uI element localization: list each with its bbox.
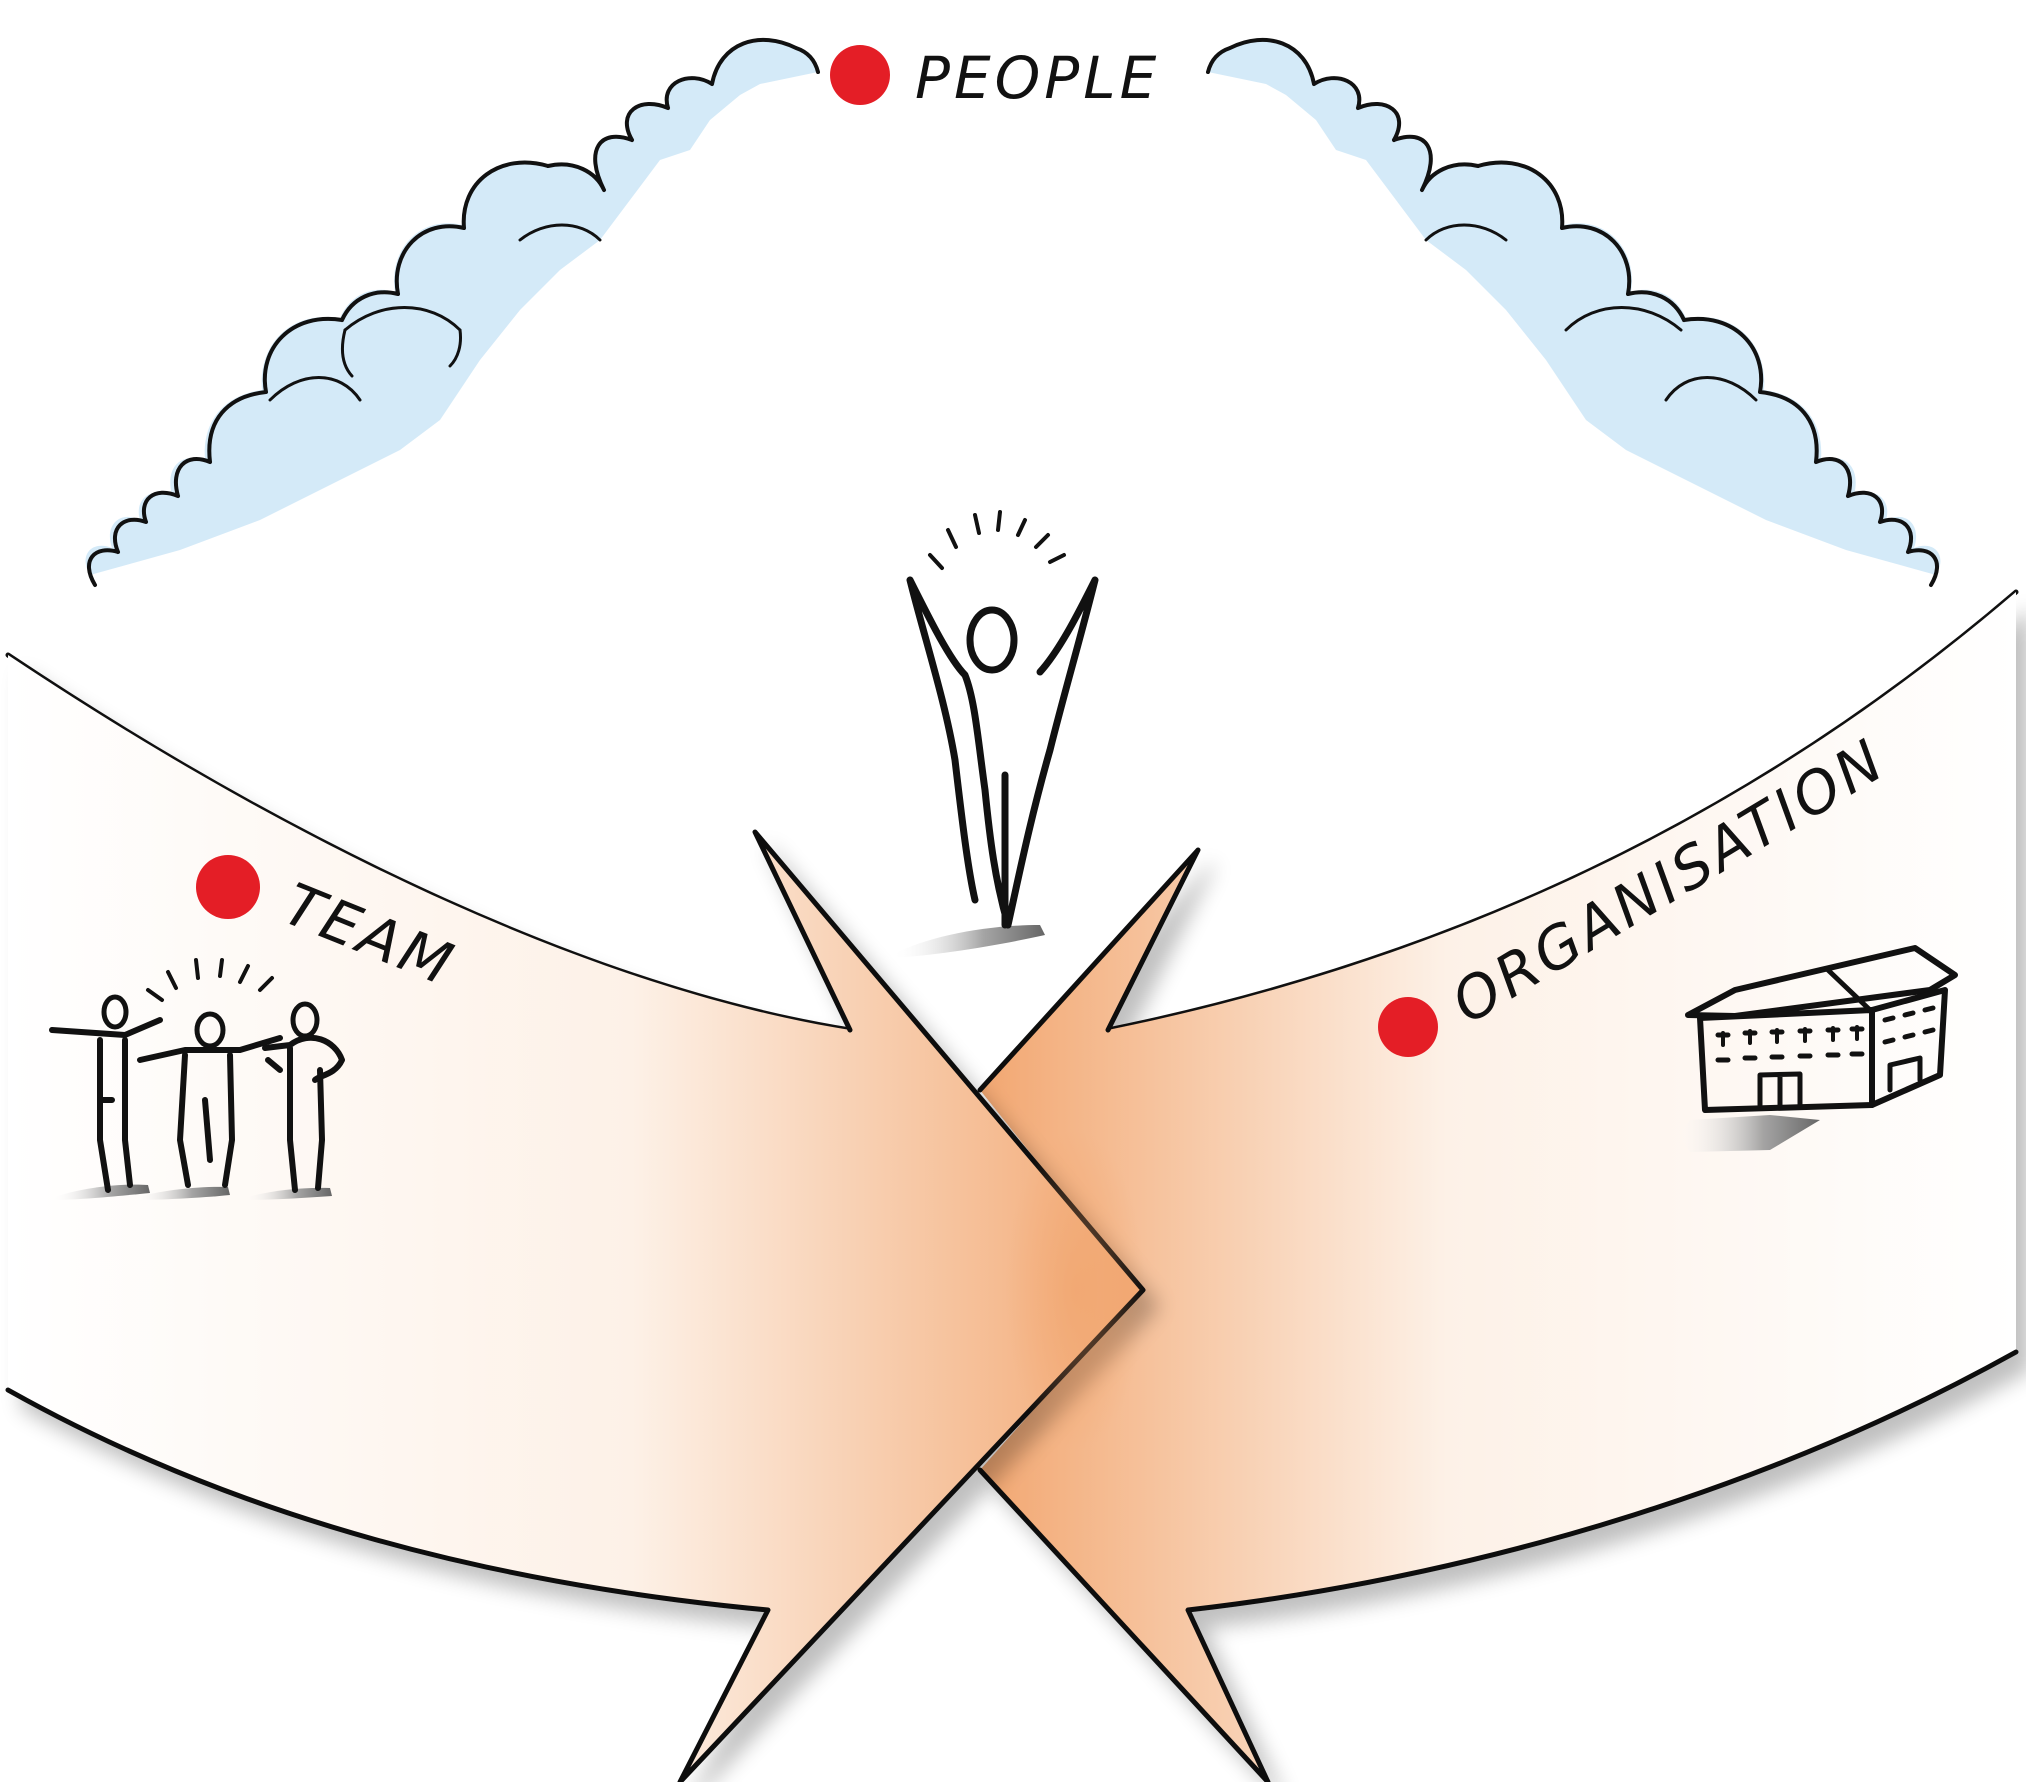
person-raising-arms-icon bbox=[892, 510, 1099, 958]
group-of-people-icon bbox=[49, 958, 345, 1200]
people-bullet bbox=[830, 45, 890, 105]
people-group: PEOPLE bbox=[830, 44, 1160, 112]
organisation-bullet bbox=[1378, 997, 1438, 1057]
team-bullet bbox=[196, 855, 260, 919]
upper-arc bbox=[5, 589, 2019, 1033]
center-glow bbox=[1005, 1130, 1145, 1450]
arrow-from-team bbox=[5, 655, 1146, 1782]
people-label: PEOPLE bbox=[915, 44, 1160, 112]
cloud-left-icon bbox=[85, 38, 820, 587]
arrow-from-organisation bbox=[977, 592, 2019, 1782]
building-icon bbox=[1678, 945, 1958, 1152]
cloud-right-icon bbox=[1206, 38, 1941, 587]
